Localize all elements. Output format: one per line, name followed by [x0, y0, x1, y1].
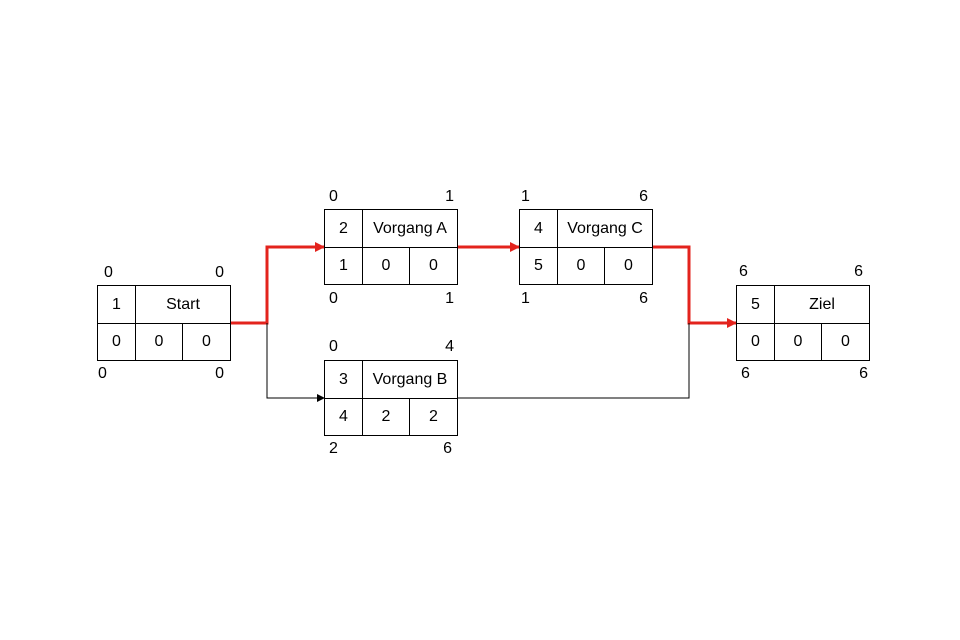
ziel-duration: 0	[737, 323, 774, 360]
c-name: Vorgang C	[557, 210, 652, 247]
edge-start-to-b	[266, 323, 325, 402]
a-gp: 0	[362, 247, 409, 284]
start-sez: 0	[215, 365, 224, 382]
c-faz: 1	[521, 188, 530, 205]
c-saz: 1	[521, 290, 530, 307]
b-fp: 2	[409, 398, 457, 435]
start-saz: 0	[98, 365, 107, 382]
a-name: Vorgang A	[362, 210, 457, 247]
b-duration: 4	[325, 398, 362, 435]
ziel-id: 5	[751, 295, 760, 313]
b-gp: 2	[362, 398, 409, 435]
b-id: 3	[339, 370, 348, 388]
c-fp: 0	[604, 247, 652, 284]
c-sez: 6	[639, 290, 648, 307]
start-box: 1 Start 0 0 0	[97, 285, 231, 361]
a-faz: 0	[329, 188, 338, 205]
a-fp: 0	[409, 247, 457, 284]
start-faz: 0	[104, 264, 113, 281]
start-gp: 0	[135, 323, 182, 360]
b-name: Vorgang B	[362, 361, 457, 398]
b-faz: 0	[329, 338, 338, 355]
c-box: 4 Vorgang C 5 0 0	[519, 209, 653, 285]
edge-c-to-ziel	[653, 245, 737, 328]
b-saz: 2	[329, 440, 338, 457]
ziel-fp: 0	[821, 323, 869, 360]
ziel-fez: 6	[854, 263, 863, 280]
c-fez: 6	[639, 188, 648, 205]
start-id: 1	[112, 295, 121, 313]
a-sez: 1	[445, 290, 454, 307]
ziel-faz: 6	[739, 263, 748, 280]
b-fez: 4	[445, 338, 454, 355]
a-box: 2 Vorgang A 1 0 0	[324, 209, 458, 285]
edge-start-to-a	[231, 242, 325, 325]
start-name: Start	[135, 286, 230, 323]
a-saz: 0	[329, 290, 338, 307]
a-fez: 1	[445, 188, 454, 205]
c-duration: 5	[520, 247, 557, 284]
c-id: 4	[534, 219, 543, 237]
ziel-box: 5 Ziel 0 0 0	[736, 285, 870, 361]
ziel-gp: 0	[774, 323, 821, 360]
ziel-sez: 6	[859, 365, 868, 382]
edge-b-to-ziel	[458, 323, 690, 399]
a-id: 2	[339, 219, 348, 237]
start-fp: 0	[182, 323, 230, 360]
b-box: 3 Vorgang B 4 2 2	[324, 360, 458, 436]
b-sez: 6	[443, 440, 452, 457]
c-gp: 0	[557, 247, 604, 284]
a-duration: 1	[325, 247, 362, 284]
ziel-saz: 6	[741, 365, 750, 382]
ziel-name: Ziel	[774, 286, 869, 323]
start-fez: 0	[215, 264, 224, 281]
start-duration: 0	[98, 323, 135, 360]
